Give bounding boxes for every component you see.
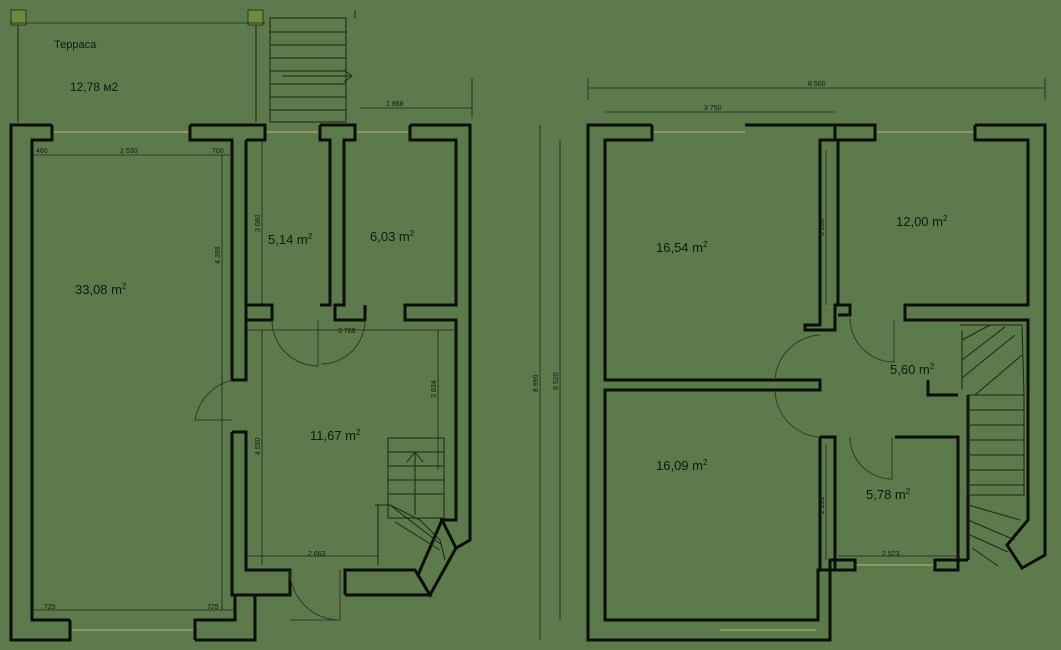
dim-725-left: 725 <box>44 604 56 611</box>
first-floor-dimension-lines <box>539 78 1046 640</box>
first-floor-labels: 16,54 m2 12,00 m2 5,60 m2 16,09 m2 5,78 … <box>656 214 948 502</box>
terrace-title: Терраса <box>54 39 97 51</box>
dim-460: 460 <box>36 148 48 155</box>
dim-700: 700 <box>212 148 224 155</box>
room-area-5-14: 5,14 m2 <box>268 232 313 247</box>
first-floor-walls <box>586 123 1047 642</box>
dim-2663: 2 663 <box>308 551 326 558</box>
dim-8520: 8 520 <box>553 372 560 390</box>
first-floor-dimensions: 8 500 3 750 8 990 8 520 3 200 2 291 2 52… <box>533 81 900 558</box>
room-area-hall: 11,67 m2 <box>310 428 361 443</box>
dim-3200: 3 200 <box>819 218 826 236</box>
room-area-living: 33,08 m2 <box>75 282 127 297</box>
first-floor-stairs <box>960 324 1025 567</box>
room-area-5-78: 5,78 m2 <box>866 487 911 502</box>
dim-8500: 8 500 <box>808 81 826 88</box>
ground-floor-labels: 33,08 m2 5,14 m2 6,03 m2 11,67 m2 <box>75 229 415 443</box>
dim-4395: 4 395 <box>215 246 222 264</box>
dim-8990: 8 990 <box>533 374 540 392</box>
first-floor-doors <box>774 317 895 480</box>
dim-4550: 4 550 <box>255 437 262 455</box>
room-area-16-54: 16,54 m2 <box>656 240 708 255</box>
dim-725-right: 725 <box>207 604 219 611</box>
dim-2291: 2 291 <box>819 496 826 514</box>
ground-floor-doors <box>194 319 366 621</box>
dim-3750: 3 750 <box>704 105 722 112</box>
ground-floor-dimension-lines <box>30 78 473 611</box>
room-area-6-03: 6,03 m2 <box>370 229 415 244</box>
room-area-12-00: 12,00 m2 <box>896 214 948 229</box>
room-area-5-60: 5,60 m2 <box>890 362 935 377</box>
dim-2523: 2 523 <box>882 551 900 558</box>
dim-3769: 3 769 <box>338 328 356 335</box>
ground-floor-stairs <box>375 437 446 565</box>
ground-floor-walls <box>9 123 472 642</box>
dim-3834: 3 834 <box>431 380 438 398</box>
ground-floor-dimensions: 1 868 460 2 530 700 3 080 4 395 3 769 3 … <box>36 101 438 611</box>
terrace-area-label: 12,78 м2 <box>70 80 119 94</box>
entrance-steps <box>269 10 356 123</box>
dim-1868: 1 868 <box>386 101 404 108</box>
terrace-area: Терраса 12,78 м2 <box>10 9 265 122</box>
room-area-16-09: 16,09 m2 <box>656 458 708 473</box>
dim-3080: 3 080 <box>255 214 262 232</box>
dim-2530: 2 530 <box>120 148 138 155</box>
